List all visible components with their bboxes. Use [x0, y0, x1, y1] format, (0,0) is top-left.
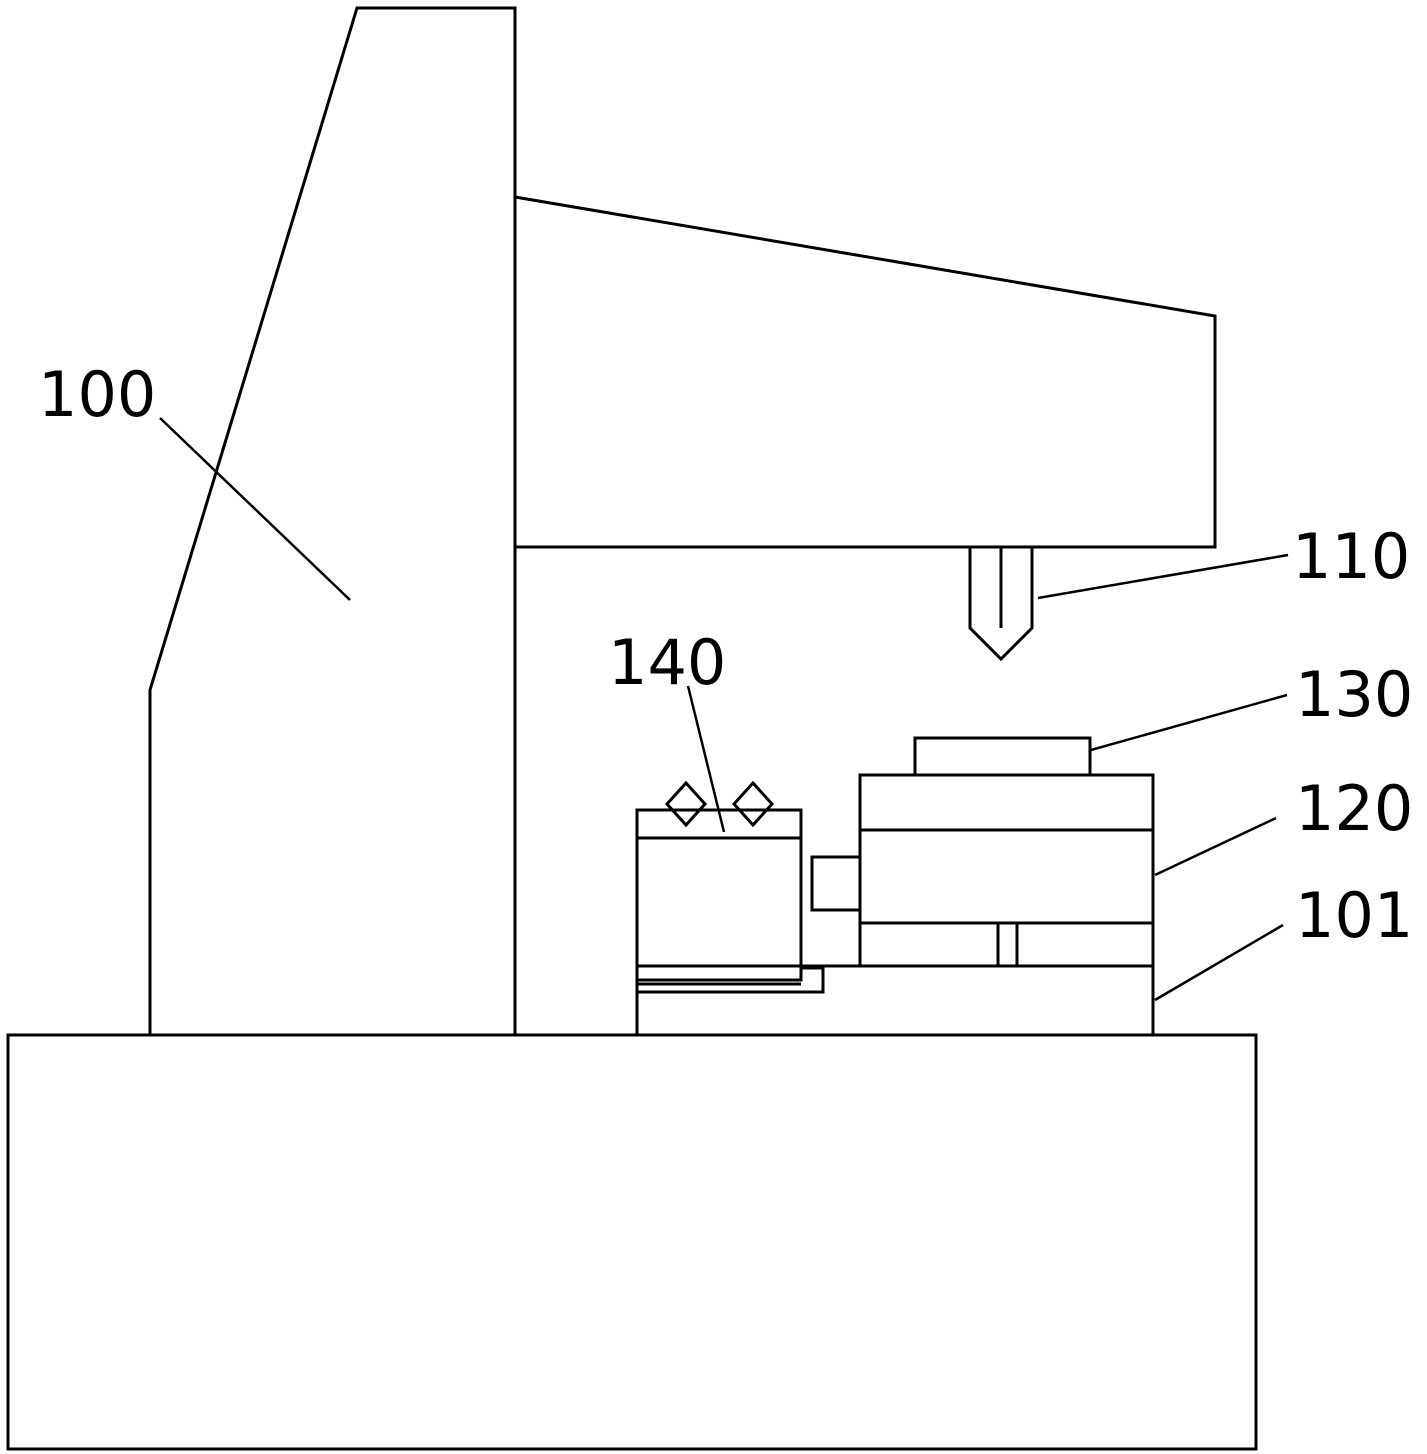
label-fixture: 140 [608, 626, 726, 699]
label-base-block: 101 [1295, 879, 1413, 952]
platform-upper [858, 773, 1155, 925]
fixture-bracket [637, 966, 825, 994]
probe-tip [968, 547, 1034, 662]
workpiece [913, 736, 1092, 777]
label-platform: 120 [1295, 772, 1413, 845]
base-block [635, 964, 1155, 1037]
leader-column [159, 417, 351, 601]
label-column: 100 [38, 358, 156, 431]
side-connector [810, 855, 862, 912]
fixture-diamond-right [731, 780, 775, 828]
leader-workpiece [1090, 693, 1288, 752]
leader-fixture [686, 685, 726, 833]
leader-base-block [1154, 923, 1284, 1002]
platform-lower [858, 921, 1155, 968]
fixture-diamond-left [664, 780, 708, 828]
fixture-body [635, 836, 803, 982]
column-body [148, 6, 517, 1035]
label-workpiece: 130 [1295, 658, 1413, 731]
leader-platform [1154, 816, 1277, 877]
leader-probe [1037, 553, 1289, 600]
machine-base [6, 1033, 1258, 1451]
arm-head [514, 195, 1217, 549]
label-probe: 110 [1292, 520, 1410, 593]
